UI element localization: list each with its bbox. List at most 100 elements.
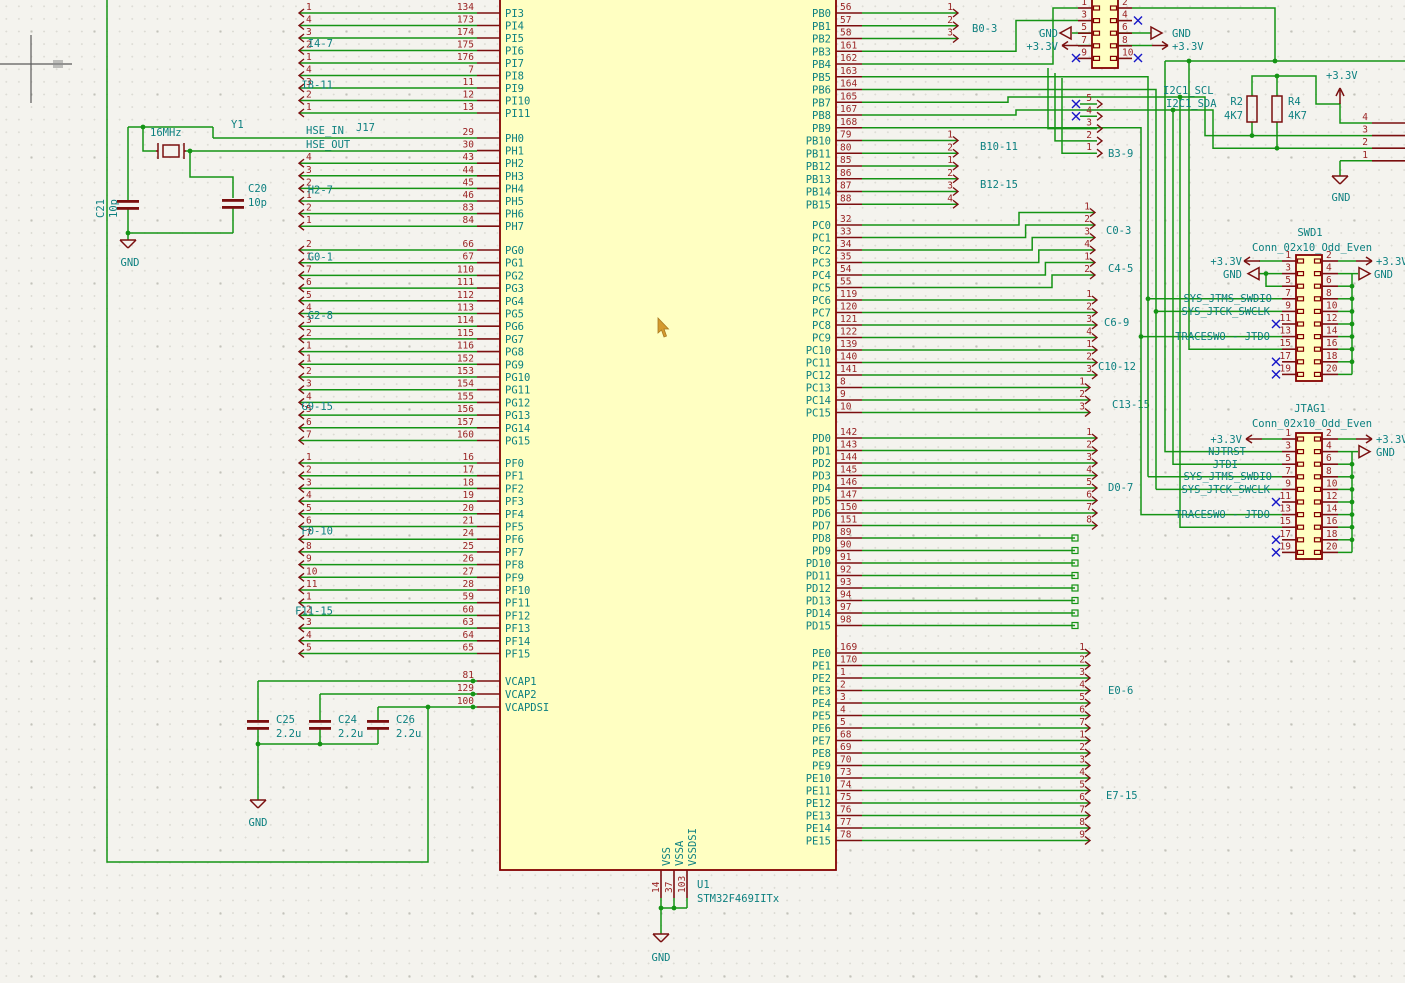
text-num[interactable]: 3 <box>1285 263 1291 274</box>
text-num[interactable]: 1 <box>1084 202 1090 213</box>
text-lbl[interactable]: GND <box>1223 269 1242 281</box>
resistor-r4-symbol[interactable] <box>1271 95 1283 123</box>
text-num[interactable]: 57 <box>840 15 851 26</box>
text-lbl[interactable]: GND <box>121 257 140 269</box>
mcu-body[interactable] <box>499 0 837 871</box>
text-num[interactable]: 3 <box>306 477 312 488</box>
text-name[interactable]: PF12 <box>505 610 530 622</box>
wire[interactable] <box>1251 75 1372 124</box>
text-name[interactable]: PD15 <box>806 621 831 633</box>
text-name[interactable]: PF9 <box>505 572 524 584</box>
line[interactable] <box>1245 434 1253 440</box>
text-lbl[interactable]: B10-11 <box>980 141 1018 153</box>
text-num[interactable]: 2 <box>1079 389 1085 400</box>
text-num[interactable]: 4 <box>1079 767 1085 778</box>
text-num[interactable]: 3 <box>1086 364 1092 375</box>
text-num[interactable]: 6 <box>1086 490 1092 501</box>
text-name[interactable]: PB15 <box>806 199 831 211</box>
text-num[interactable]: 4 <box>306 490 312 501</box>
text-name[interactable]: PI10 <box>505 96 530 108</box>
text-num[interactable]: 66 <box>463 239 475 250</box>
text-num[interactable]: 5 <box>1285 453 1291 464</box>
text-num[interactable]: 6 <box>1122 22 1128 33</box>
text-name[interactable]: PD3 <box>812 471 831 483</box>
text-num[interactable]: 7 <box>1079 805 1085 816</box>
text-name[interactable]: PG3 <box>505 283 524 295</box>
text-num[interactable]: 32 <box>840 214 851 225</box>
text-name[interactable]: PB6 <box>812 85 831 97</box>
text-num[interactable]: 3 <box>306 77 312 88</box>
text-num[interactable]: 19 <box>1280 363 1292 374</box>
text-name[interactable]: PG4 <box>505 296 524 308</box>
text-num[interactable]: 77 <box>840 817 851 828</box>
text-num[interactable]: 63 <box>463 617 474 628</box>
text-num[interactable]: 46 <box>463 190 475 201</box>
text-num[interactable]: 55 <box>840 277 851 288</box>
wire[interactable] <box>862 274 1095 289</box>
text-num[interactable]: 3 <box>1079 667 1085 678</box>
text-name[interactable]: PC10 <box>806 345 831 357</box>
text-num[interactable]: 9 <box>840 389 846 400</box>
text-num[interactable]: 6 <box>1326 275 1332 286</box>
text-name[interactable]: PH2 <box>505 158 524 170</box>
line[interactable] <box>1133 53 1143 63</box>
text-num[interactable]: 11 <box>306 579 318 590</box>
text-num[interactable]: 9 <box>1285 300 1291 311</box>
text-num[interactable]: 143 <box>840 440 857 451</box>
text-num[interactable]: 87 <box>840 181 851 192</box>
mcu-value[interactable]: STM32F469IITx <box>697 893 779 905</box>
wire[interactable] <box>1172 110 1282 465</box>
text-num[interactable]: 81 <box>463 670 475 681</box>
text-name[interactable]: PC6 <box>812 295 831 307</box>
text-num[interactable]: 69 <box>840 742 852 753</box>
text-lbl[interactable]: C10-12 <box>1098 361 1136 373</box>
text-name[interactable]: PF11 <box>505 598 530 610</box>
text-num[interactable]: 4 <box>947 193 953 204</box>
text-num[interactable]: 9 <box>1079 830 1085 841</box>
line[interactable] <box>1133 16 1143 25</box>
text-num[interactable]: 2 <box>1084 214 1090 225</box>
resistor-r4-reference[interactable]: R4 <box>1288 96 1301 108</box>
text-num[interactable]: 56 <box>840 2 852 13</box>
line[interactable] <box>1339 175 1349 185</box>
text-name[interactable]: PE5 <box>812 711 831 723</box>
text-num[interactable]: 4 <box>306 630 312 641</box>
text-num[interactable]: 1 <box>1285 428 1291 439</box>
line[interactable] <box>119 239 129 249</box>
text-name[interactable]: PC14 <box>806 395 831 407</box>
text-lbl[interactable]: I4-7 <box>308 38 333 50</box>
text-lbl[interactable]: F0-10 <box>301 525 333 537</box>
text-lbl[interactable]: E0-6 <box>1108 685 1133 697</box>
line[interactable] <box>1243 260 1251 266</box>
text-name[interactable]: PD9 <box>812 546 831 558</box>
text-name[interactable]: PE15 <box>806 836 831 848</box>
wire[interactable] <box>862 76 1149 477</box>
line[interactable] <box>1161 44 1169 51</box>
text-num[interactable]: 157 <box>457 417 474 428</box>
text-num[interactable]: 1 <box>306 102 312 113</box>
text-name[interactable]: PF4 <box>505 509 524 521</box>
wire[interactable] <box>1132 7 1276 61</box>
line[interactable] <box>1365 434 1373 440</box>
text-num[interactable]: 176 <box>457 52 474 63</box>
text-num[interactable]: 79 <box>840 130 852 141</box>
text-lbl[interactable]: I2C1_SCL <box>1163 85 1214 97</box>
line[interactable] <box>1271 357 1281 367</box>
text-num[interactable]: 29 <box>463 127 475 138</box>
text-num[interactable]: 26 <box>463 554 475 565</box>
